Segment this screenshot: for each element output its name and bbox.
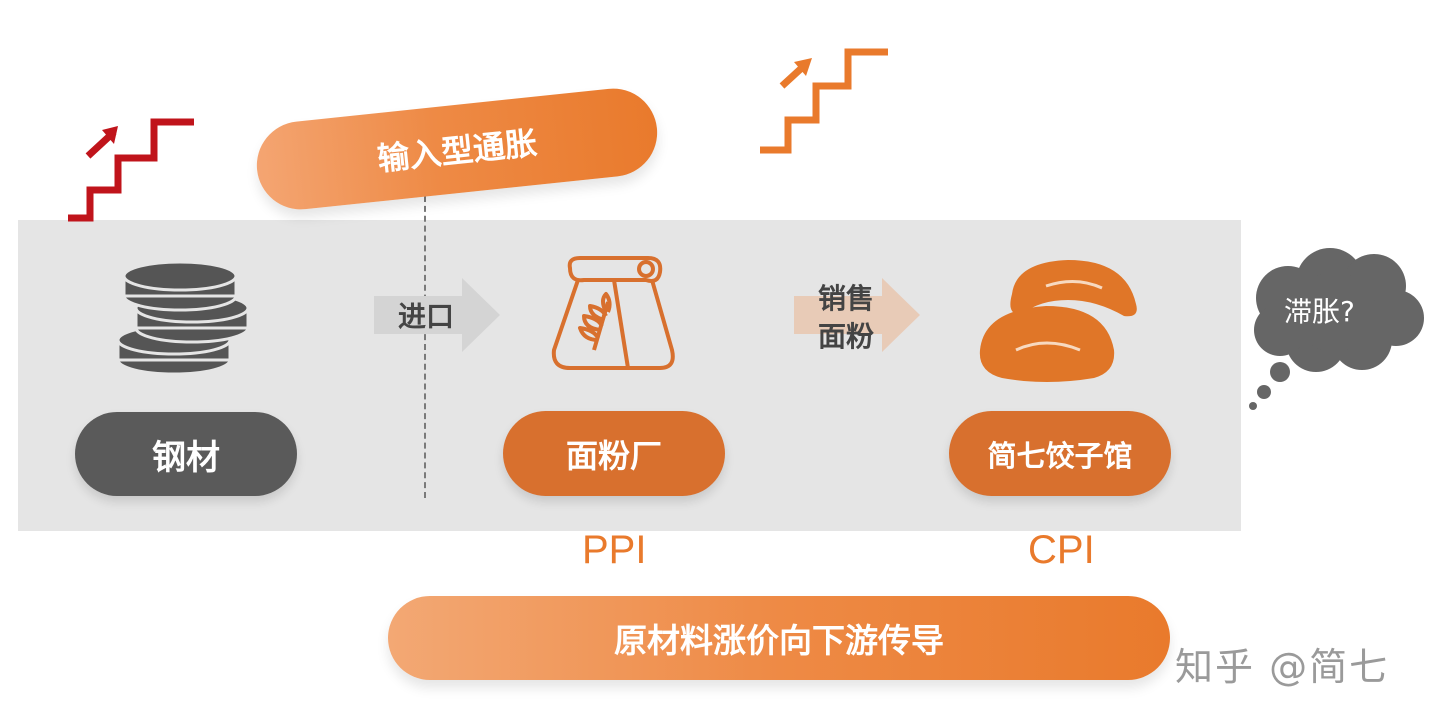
flour-bag-icon bbox=[551, 256, 675, 370]
downstream-transmission-banner: 原材料涨价向下游传导 bbox=[388, 596, 1170, 680]
dumpling-shop-node: 简七饺子馆 bbox=[949, 411, 1171, 496]
stairs-up-orange-icon bbox=[760, 48, 888, 154]
coin-stack-icon bbox=[116, 260, 250, 376]
import-divider bbox=[424, 196, 426, 498]
watermark: 知乎 @简七 bbox=[1175, 645, 1390, 689]
ppi-label: PPI bbox=[582, 528, 647, 572]
thought-cloud-icon bbox=[1249, 248, 1424, 410]
sell-flour-arrow bbox=[794, 278, 920, 352]
flour-factory-node: 面粉厂 bbox=[503, 411, 725, 496]
sell-flour-label: 销售 面粉 bbox=[818, 280, 874, 356]
sell-label-line1: 销售 bbox=[818, 282, 875, 315]
import-label: 进口 bbox=[398, 300, 455, 333]
dumplings-icon bbox=[979, 260, 1137, 382]
stagflation-thought: 滞胀? bbox=[1284, 295, 1355, 328]
imported-inflation-banner: 输入型通胀 bbox=[252, 84, 662, 214]
sell-label-line2: 面粉 bbox=[818, 320, 875, 353]
import-arrow bbox=[374, 278, 500, 352]
steel-node: 钢材 bbox=[75, 412, 297, 496]
cpi-label: CPI bbox=[1028, 528, 1095, 572]
stairs-up-red-icon bbox=[68, 118, 194, 222]
